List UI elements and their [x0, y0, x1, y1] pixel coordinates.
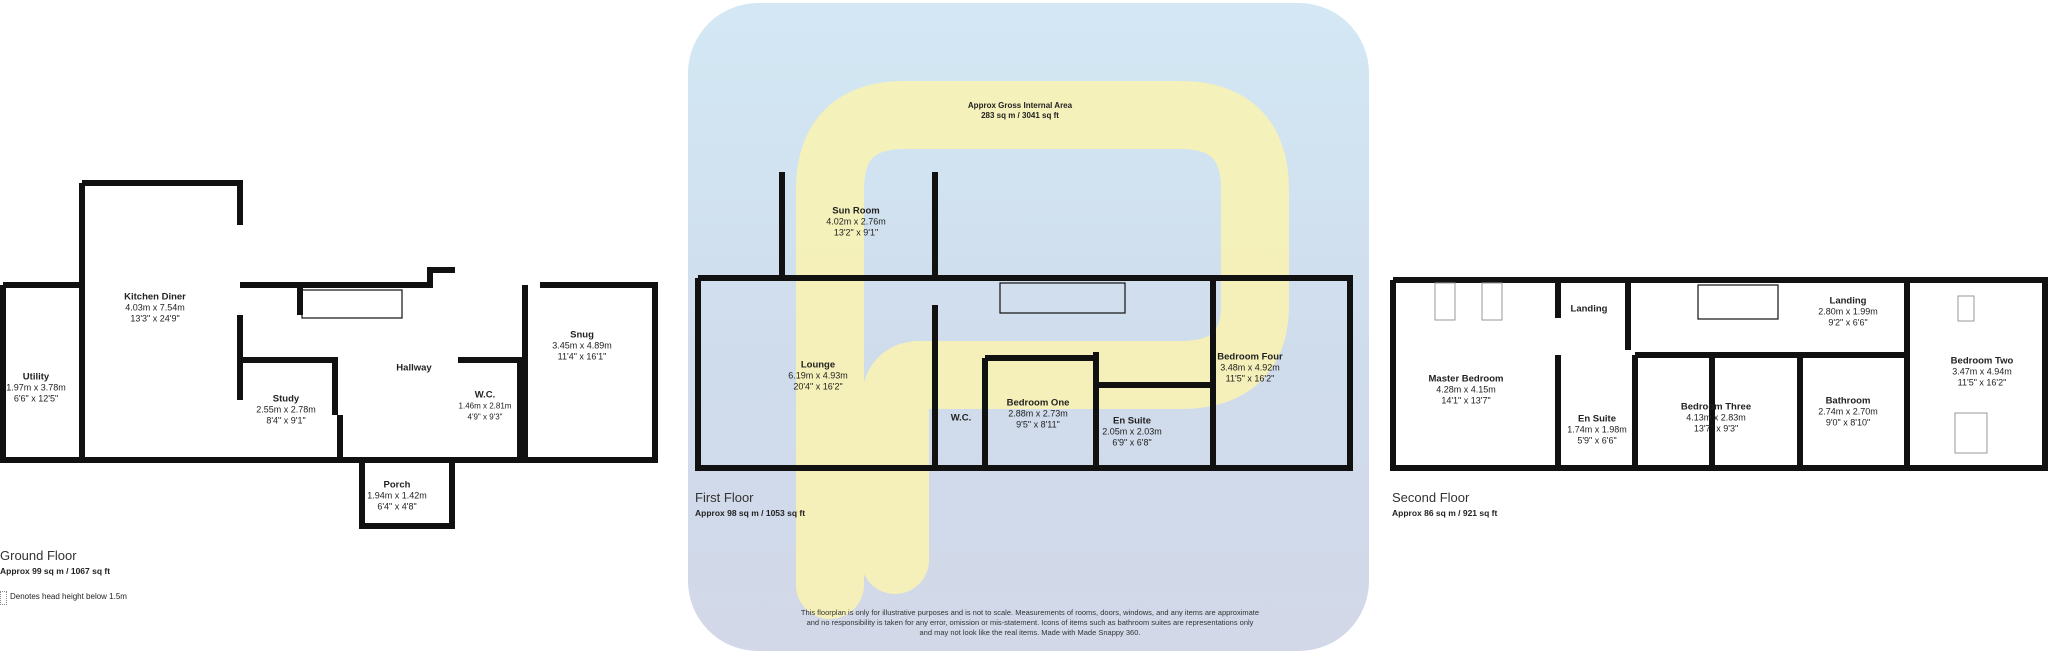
room-dimensions: 9'2" x 6'6" [1828, 317, 1868, 328]
room-dimensions: 2.55m x 2.78m [256, 404, 316, 415]
room-dimensions: 4.02m x 2.76m [826, 216, 886, 227]
room-name: W.C. [474, 389, 496, 401]
head-height-legend: Denotes head height below 1.5m [10, 592, 127, 601]
gross-area-value: 283 sq m / 3041 sq ft [981, 111, 1059, 120]
first-floor-title: First Floor [695, 490, 754, 505]
room-dimensions: 14'1" x 13'7" [1441, 395, 1491, 406]
ground-floor-title: Ground Floor [0, 548, 77, 563]
room-dimensions: 5'9" x 6'6" [1577, 435, 1617, 446]
room-dimensions: 9'5" x 8'11" [1016, 419, 1060, 430]
room-name: Bedroom Three [1680, 401, 1752, 413]
room-dimensions: 1.74m x 1.98m [1567, 424, 1627, 435]
room-dimensions: 3.48m x 4.92m [1220, 362, 1280, 373]
room-name: W.C. [950, 412, 972, 424]
room-dimensions: 11'5" x 16'2" [1957, 377, 2007, 388]
room-dimensions: 8'4" x 9'1" [266, 415, 306, 426]
room-dimensions: 13'2" x 9'1" [833, 227, 879, 238]
room-dimensions: 6'4" x 4'8" [377, 501, 417, 512]
room-dimensions: 4.28m x 4.15m [1436, 384, 1496, 395]
head-height-legend-icon [0, 591, 7, 605]
room-dimensions: 9'0" x 8'10" [1825, 417, 1871, 428]
room-name: En Suite [1112, 415, 1151, 427]
room-name: Hallway [396, 362, 432, 374]
ground-floor-walls [0, 180, 658, 529]
room-dimensions: 2.05m x 2.03m [1102, 426, 1162, 437]
first-floor-stairs [999, 282, 1126, 314]
room-dimensions: 4'9" x 9'3" [467, 412, 503, 422]
room-hallway: Hallway [396, 363, 431, 374]
room-name: Snug [570, 329, 594, 341]
room-dimensions: 11'5" x 16'2" [1225, 373, 1275, 384]
second-floor-stairs [1697, 284, 1779, 320]
gross-area: Approx Gross Internal Area 283 sq m / 30… [870, 101, 1170, 121]
room-dimensions: 2.80m x 1.99m [1818, 306, 1878, 317]
room-dimensions: 3.45m x 4.89m [552, 340, 612, 351]
room-name: Master Bedroom [1428, 373, 1504, 385]
room-name: Kitchen Diner [124, 291, 186, 303]
room-dimensions: 2.88m x 2.73m [1008, 408, 1068, 419]
room-name: Landing [1829, 295, 1867, 307]
first-floor-walls [695, 172, 1353, 471]
room-landing-small: Landing [1571, 304, 1608, 315]
room-dimensions: 3.47m x 4.94m [1952, 366, 2012, 377]
room-dimensions: 4.03m x 7.54m [125, 302, 185, 313]
second-floor-area: Approx 86 sq m / 921 sq ft [1392, 508, 1498, 518]
room-dimensions: 1.94m x 1.42m [367, 490, 427, 501]
room-dimensions: 6'9" x 6'8" [1112, 437, 1152, 448]
room-dimensions: 13'3" x 24'9" [130, 313, 180, 324]
room-dimensions: 4.13m x 2.83m [1686, 412, 1746, 423]
room-name: Landing [1570, 303, 1608, 315]
room-dimensions: 20'4" x 16'2" [793, 381, 843, 392]
watermark-logo [796, 81, 1289, 619]
room-name: Bathroom [1825, 395, 1871, 407]
room-name: Study [272, 393, 300, 405]
disclaimer: This floorplan is only for illustrative … [800, 608, 1260, 637]
room-name: Bedroom Two [1950, 355, 2014, 367]
room-dimensions: 13'7" x 9'3" [1693, 423, 1739, 434]
room-dimensions: 1.46m x 2.81m [458, 401, 512, 411]
room-dimensions: 1.97m x 3.78m [6, 382, 66, 393]
second-floor-title: Second Floor [1392, 490, 1470, 505]
room-name: Bedroom One [1006, 397, 1070, 409]
room-name: Bedroom Four [1217, 351, 1283, 363]
room-dimensions: 6'6" x 12'5" [13, 393, 59, 404]
room-dimensions: 11'4" x 16'1" [557, 351, 607, 362]
room-name: Porch [383, 479, 411, 491]
room-name: Lounge [800, 359, 836, 371]
gross-area-title: Approx Gross Internal Area [967, 101, 1073, 110]
room-name: En Suite [1577, 413, 1616, 425]
ground-floor-area: Approx 99 sq m / 1067 sq ft [0, 566, 111, 576]
room-dimensions: 2.74m x 2.70m [1818, 406, 1878, 417]
ground-floor-stairs [301, 289, 403, 319]
first-floor-area: Approx 98 sq m / 1053 sq ft [695, 508, 806, 518]
room-dimensions: 6.19m x 4.93m [788, 370, 848, 381]
room-name: Utility [22, 371, 50, 383]
room-name: Sun Room [832, 205, 880, 217]
skylights [1434, 282, 1988, 454]
second-floor-walls [1390, 277, 2048, 471]
room-first-wc: W.C. [951, 413, 972, 424]
